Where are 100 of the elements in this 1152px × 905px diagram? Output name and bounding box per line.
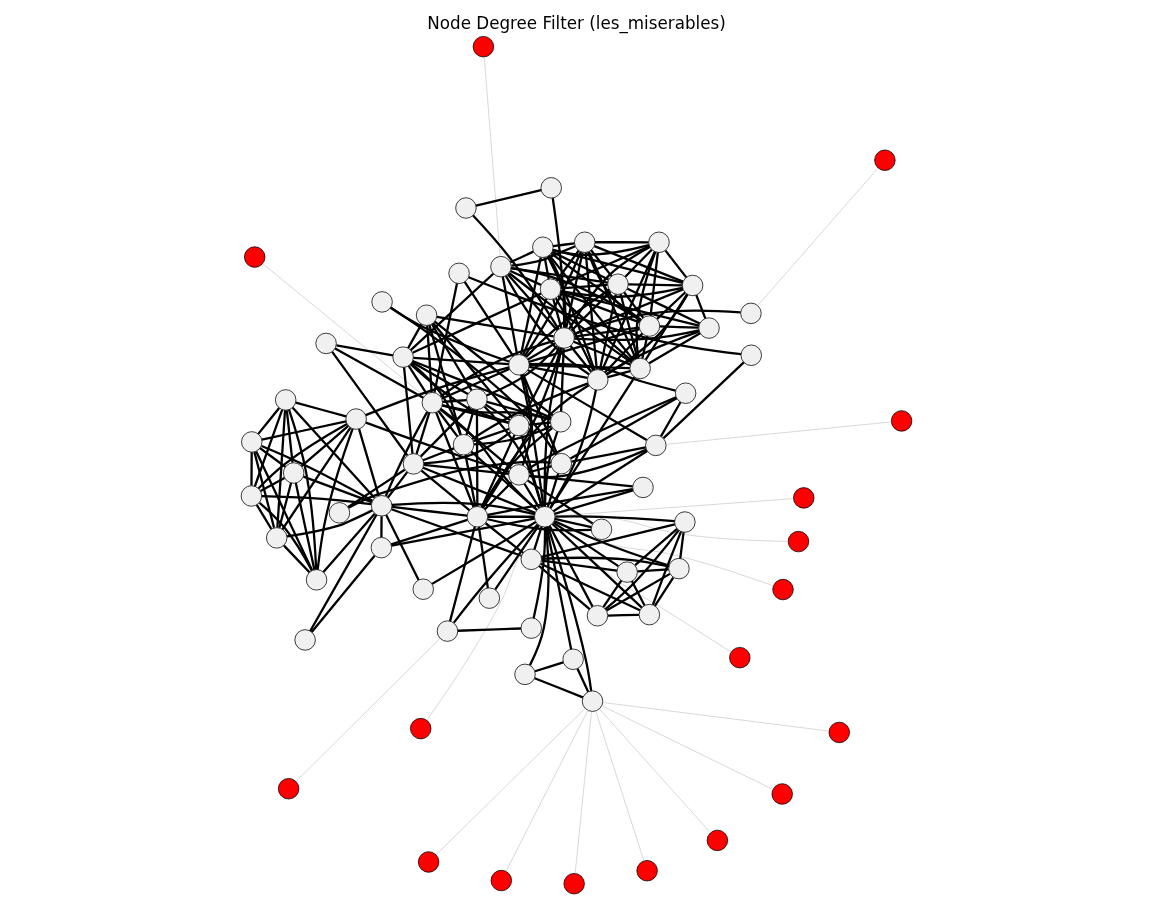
node-circle xyxy=(873,149,896,171)
node-circle xyxy=(667,557,690,579)
connector xyxy=(589,249,612,277)
connector xyxy=(626,287,700,325)
connector xyxy=(277,482,292,528)
connector xyxy=(543,256,550,279)
connector xyxy=(467,275,741,355)
connector xyxy=(569,344,592,373)
connector xyxy=(694,294,706,319)
connector xyxy=(662,361,745,439)
connector xyxy=(619,293,639,359)
node-circle xyxy=(436,619,458,642)
node-circle xyxy=(409,717,431,739)
node-circle xyxy=(539,278,561,300)
node-circle xyxy=(282,461,304,484)
node-circle xyxy=(452,433,474,455)
node-circle xyxy=(490,869,512,891)
connector xyxy=(384,514,420,580)
connector xyxy=(411,360,468,395)
connector xyxy=(526,341,556,360)
node-circle xyxy=(739,302,762,324)
connector xyxy=(524,288,610,358)
node-circle xyxy=(240,430,262,453)
connector xyxy=(559,291,640,323)
node-circle xyxy=(447,262,470,284)
connector xyxy=(573,325,639,338)
connector xyxy=(564,251,584,328)
connector xyxy=(384,410,428,496)
connector xyxy=(434,411,475,507)
node-circle xyxy=(828,721,850,743)
connector xyxy=(294,482,315,570)
connector xyxy=(322,512,375,573)
connector xyxy=(637,567,669,572)
node-circle xyxy=(740,344,762,366)
node-circle xyxy=(681,274,703,296)
connector xyxy=(294,401,346,417)
connector xyxy=(547,254,634,361)
connector xyxy=(648,331,701,364)
connector xyxy=(534,660,564,672)
connector xyxy=(532,525,543,550)
node-circle xyxy=(472,35,494,57)
connector xyxy=(330,350,408,456)
connector xyxy=(486,517,591,531)
connector xyxy=(526,479,593,524)
connector xyxy=(551,522,643,608)
node-circle xyxy=(370,494,392,516)
node-circle xyxy=(520,616,542,639)
node-circle xyxy=(792,486,814,509)
connector xyxy=(258,446,286,468)
connector xyxy=(594,240,648,243)
connector xyxy=(521,373,558,454)
node-circle xyxy=(415,304,437,326)
connector xyxy=(389,306,557,455)
connector xyxy=(600,704,773,790)
connector xyxy=(655,291,686,320)
connector xyxy=(302,475,372,503)
connector xyxy=(640,335,648,358)
node-circle xyxy=(635,859,658,881)
connector xyxy=(521,297,548,356)
connector xyxy=(411,292,542,354)
connector xyxy=(600,250,656,371)
connector xyxy=(261,419,346,441)
connector xyxy=(624,248,653,277)
connector xyxy=(546,255,595,370)
connector xyxy=(567,245,650,329)
connector xyxy=(601,579,622,608)
connector xyxy=(406,323,422,349)
connector xyxy=(291,406,375,499)
connector xyxy=(412,356,509,365)
connector xyxy=(560,286,683,298)
connector xyxy=(664,249,687,278)
node-circle xyxy=(345,407,367,430)
connector xyxy=(409,272,494,351)
connector xyxy=(259,476,285,492)
connector xyxy=(593,244,683,283)
connector xyxy=(427,324,462,435)
connector xyxy=(448,525,476,621)
connector xyxy=(559,290,699,327)
connector xyxy=(254,450,313,571)
connector xyxy=(519,256,542,355)
connector xyxy=(528,474,633,487)
connector xyxy=(464,408,475,435)
connector xyxy=(435,707,585,855)
node-circle xyxy=(552,326,575,349)
connector xyxy=(423,463,509,475)
connector xyxy=(364,365,509,416)
connector xyxy=(426,524,539,720)
connector xyxy=(452,523,538,623)
connector xyxy=(364,421,509,473)
connector xyxy=(504,274,590,375)
connector xyxy=(480,383,589,508)
connector xyxy=(522,346,560,417)
node-circle xyxy=(466,505,488,527)
connector xyxy=(472,427,509,442)
connector xyxy=(419,405,470,457)
node-circle xyxy=(277,777,299,799)
connector xyxy=(409,362,509,424)
node-circle xyxy=(728,646,750,668)
node-circle xyxy=(550,452,572,474)
connector xyxy=(483,405,543,507)
